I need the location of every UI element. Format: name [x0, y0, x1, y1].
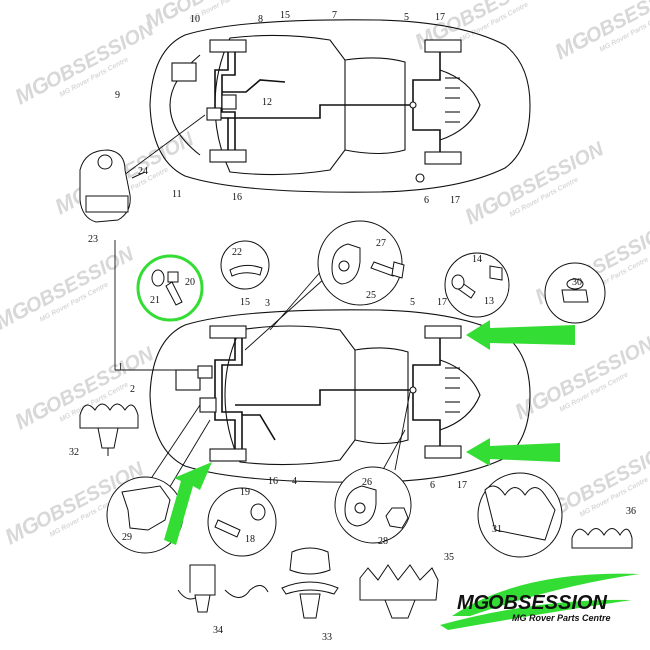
- logo-tagline: MG Rover Parts Centre: [512, 613, 611, 623]
- callout-15b: 15: [240, 297, 250, 308]
- callout-25: 25: [366, 290, 376, 301]
- detail-circle-13-14: [444, 252, 510, 318]
- connector-lines: [114, 114, 411, 496]
- callout-30: 30: [572, 277, 582, 288]
- callout-21: 21: [150, 295, 160, 306]
- callout-24: 24: [138, 166, 148, 177]
- callout-16b: 16: [268, 476, 278, 487]
- callout-6b: 6: [430, 480, 435, 491]
- logo-brand: OBSESSION: [488, 592, 607, 614]
- highlight-arrow-rear-right: [164, 462, 212, 545]
- highlight-arrow-front-left: [466, 320, 575, 350]
- callout-33: 33: [322, 632, 332, 643]
- callout-3: 3: [265, 298, 270, 309]
- highlights: [136, 254, 575, 545]
- part-callouts: 1 2 3 4 5 5 6 6 7 8 9 10 11 12 13 14 15 …: [69, 10, 636, 643]
- callout-9: 9: [115, 90, 120, 101]
- callout-28: 28: [378, 536, 388, 547]
- callout-36: 36: [626, 506, 636, 517]
- callout-29: 29: [122, 532, 132, 543]
- callout-20: 20: [185, 277, 195, 288]
- logo-mark: MG: [457, 592, 489, 614]
- watermark-brand: OBSESSION: [22, 243, 138, 319]
- bottom-car-plan: [149, 309, 531, 483]
- callout-8: 8: [258, 14, 263, 25]
- detail-circle-25-27: [317, 220, 405, 306]
- callout-22: 22: [232, 247, 242, 258]
- brand-logo: MG OBSESSION MG Rover Parts Centre: [440, 573, 640, 630]
- callout-18: 18: [245, 534, 255, 545]
- callout-10: 10: [190, 14, 200, 25]
- callout-1: 1: [118, 362, 123, 373]
- callout-19: 19: [240, 487, 250, 498]
- clip-36: [571, 528, 633, 549]
- callout-17a: 17: [435, 12, 445, 23]
- highlight-arrow-rear-left: [466, 438, 560, 466]
- callout-12: 12: [262, 97, 272, 108]
- detail-circle-29: [106, 476, 184, 554]
- detail-circle-18-19: [207, 487, 277, 557]
- callout-15a: 15: [280, 10, 290, 21]
- top-car-plan: [149, 19, 531, 193]
- clip-34: [177, 564, 269, 613]
- highlight-circle-20-21: [136, 254, 204, 322]
- top-brake-pipes: [214, 52, 441, 152]
- callout-31: 31: [492, 524, 502, 535]
- clip-33: [281, 547, 339, 619]
- callout-27: 27: [376, 238, 386, 249]
- callout-2: 2: [130, 384, 135, 395]
- callout-32: 32: [69, 447, 79, 458]
- callout-13: 13: [484, 296, 494, 307]
- watermark-brand: OBSESSION: [42, 18, 158, 94]
- callout-17c: 17: [437, 297, 447, 308]
- callout-5a: 5: [404, 12, 409, 23]
- clip-35: [359, 564, 439, 619]
- callout-5b: 5: [410, 297, 415, 308]
- detail-circle-22: [220, 240, 270, 290]
- detail-circle-30: [544, 262, 606, 324]
- callout-35: 35: [444, 552, 454, 563]
- callout-4: 4: [292, 476, 297, 487]
- callout-23: 23: [88, 234, 98, 245]
- callout-11: 11: [172, 189, 182, 200]
- callout-14: 14: [472, 254, 482, 265]
- detail-circle-31: [477, 472, 563, 558]
- detail-circle-26-28: [334, 466, 412, 544]
- callout-17d: 17: [457, 480, 467, 491]
- clip-32: [79, 403, 139, 456]
- watermark-brand: OBSESSION: [492, 138, 608, 214]
- callout-34: 34: [213, 625, 223, 636]
- abs-modulator-detail: [79, 149, 146, 223]
- callout-17b: 17: [450, 195, 460, 206]
- callout-16a: 16: [232, 192, 242, 203]
- callout-6a: 6: [424, 195, 429, 206]
- callout-7: 7: [332, 10, 337, 21]
- bottom-brake-pipes: [214, 338, 441, 449]
- callout-26: 26: [362, 477, 372, 488]
